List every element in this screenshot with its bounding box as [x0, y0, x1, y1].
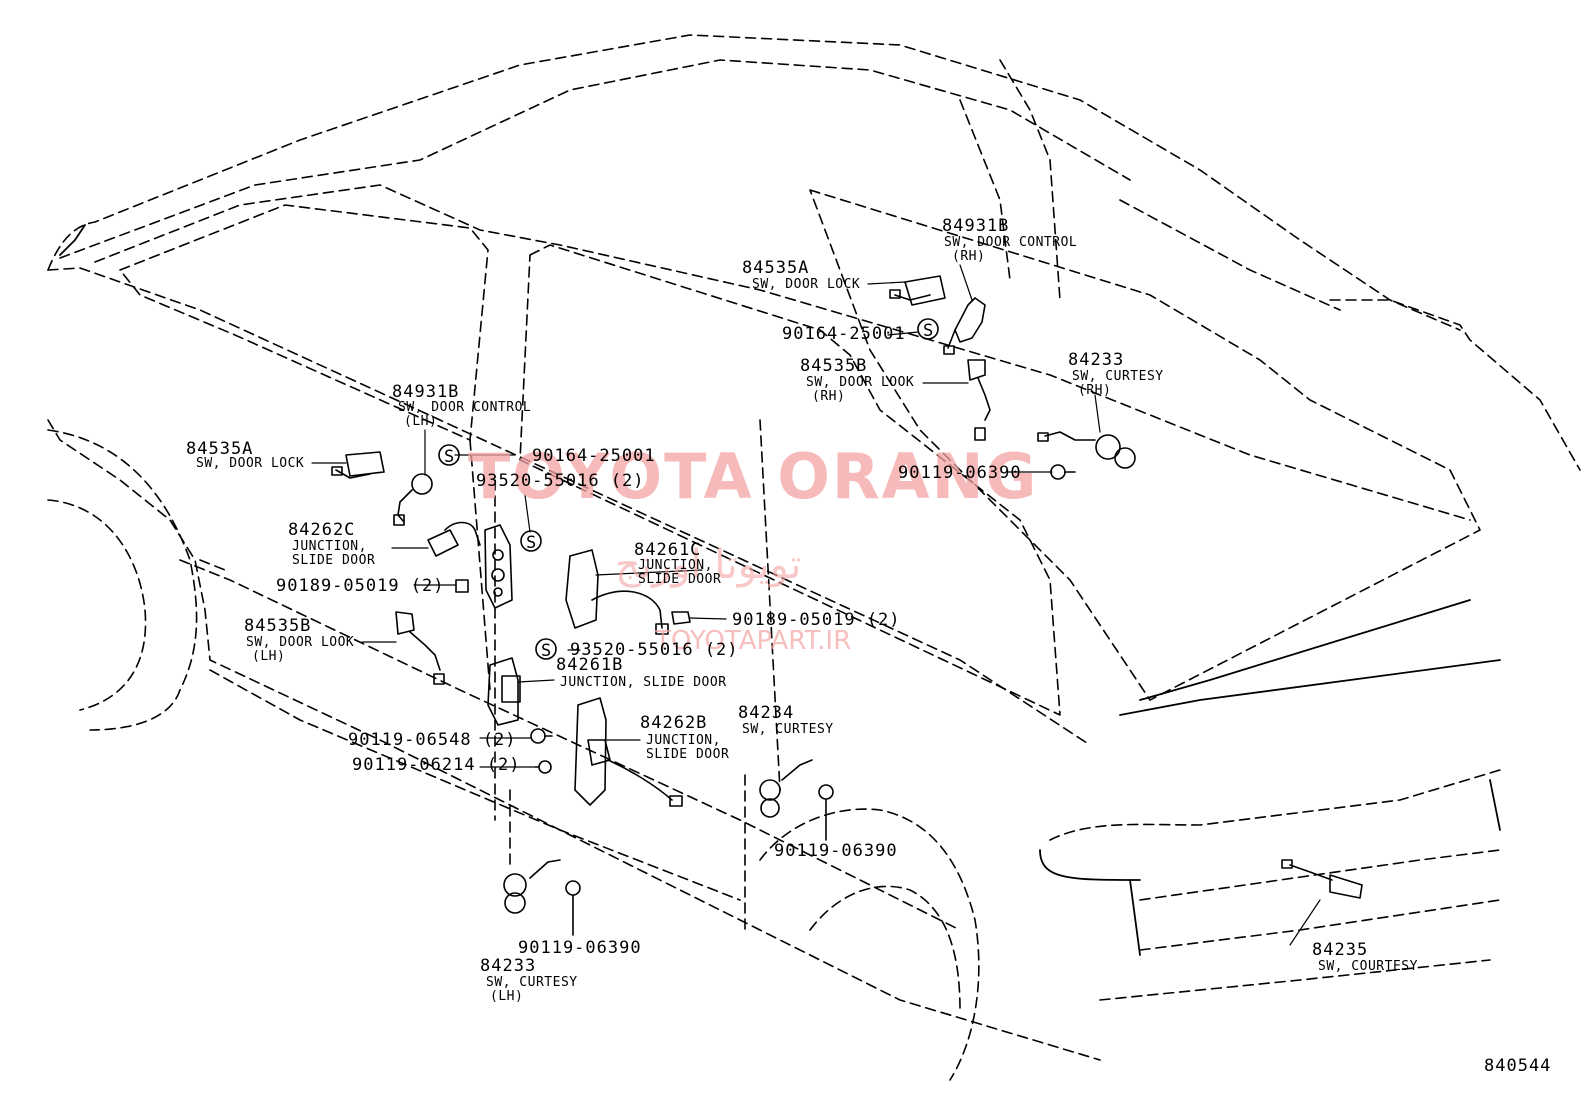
part-84233-lh	[503, 859, 561, 914]
part-90119-06548-screws	[530, 728, 553, 744]
label-90119-06548: 90119-06548 (2)	[348, 730, 517, 750]
part-84535A-lh	[331, 451, 385, 479]
label-90119-06390-rh: 90119-06390	[898, 463, 1022, 483]
leader-lines	[311, 264, 1321, 946]
part-84262B	[574, 697, 683, 807]
part-84234	[759, 759, 813, 818]
part-90189-05019-lh-clip	[455, 579, 469, 593]
part-84535B-rh	[967, 359, 991, 441]
label-84535B-lh-side: (LH)	[252, 649, 286, 664]
part-84535A-rh	[889, 275, 946, 306]
s-symbol-mid: S	[526, 533, 538, 553]
label-84233-rh-desc: SW, CURTESY	[1072, 369, 1164, 384]
label-84233-lh-num: 84233	[480, 956, 537, 976]
label-84931B-rh-num: 84931B	[942, 216, 1010, 236]
label-84262C-desc2: SLIDE DOOR	[292, 553, 376, 568]
label-84535A-lh-desc: SW, DOOR LOCK	[196, 456, 305, 471]
label-93520-55016-a: 93520-55016 (2)	[476, 471, 645, 491]
label-84535B-rh-num: 84535B	[800, 356, 868, 376]
diagram-id: 840544	[1484, 1056, 1552, 1076]
label-84535B-rh-side: (RH)	[812, 389, 846, 404]
label-84235-desc: SW, COURTESY	[1318, 959, 1418, 974]
part-84931B-rh	[943, 297, 986, 355]
part-90119-06390-rh-bolt	[1050, 464, 1076, 480]
label-84234-desc: SW, CURTESY	[742, 722, 834, 737]
s-symbols	[438, 318, 939, 660]
label-93520-55016-b: 93520-55016 (2)	[570, 640, 739, 660]
watermark-site: TOYOTAPART.IR	[655, 626, 852, 656]
label-84233-rh-num: 84233	[1068, 350, 1125, 370]
label-84261C-num: 84261C	[634, 540, 702, 560]
part-84931B-lh	[393, 473, 433, 526]
label-84261C-desc1: JUNCTION,	[638, 558, 713, 573]
label-84535B-rh-desc: SW, DOOR LOOK	[806, 375, 915, 390]
s-symbol-low: S	[541, 641, 553, 661]
label-84931B-lh-desc: SW, DOOR CONTROL	[398, 400, 532, 415]
label-84535B-lh-num: 84535B	[244, 616, 312, 636]
label-84262B-desc2: SLIDE DOOR	[646, 747, 730, 762]
part-84235	[1281, 859, 1363, 899]
part-84535B-lh	[395, 611, 445, 685]
vehicle-body-outline	[47, 34, 1581, 1081]
part-junction-plate-lh	[484, 524, 513, 609]
label-84535A-rh-num: 84535A	[742, 258, 810, 278]
label-84535B-lh-desc: SW, DOOR LOOK	[246, 635, 355, 650]
label-84535A-rh-desc: SW, DOOR LOCK	[752, 277, 861, 292]
label-84262B-num: 84262B	[640, 713, 708, 733]
s-symbol-rh: S	[923, 321, 935, 341]
part-90119-06214-screws	[534, 760, 552, 774]
label-84931B-lh-num: 84931B	[392, 382, 460, 402]
label-84261B-num: 84261B	[556, 655, 624, 675]
watermark-arabic: تويوتا اورنج	[615, 542, 802, 588]
label-84931B-lh-side: (LH)	[404, 414, 438, 429]
label-84262C-desc1: JUNCTION,	[292, 539, 367, 554]
part-90119-06390-mid-bolt	[818, 784, 834, 841]
label-84535A-lh-num: 84535A	[186, 439, 254, 459]
label-84234-num: 84234	[738, 703, 795, 723]
label-84233-lh-side: (LH)	[490, 989, 524, 1004]
part-90189-05019-rh-clip	[671, 611, 691, 625]
label-84261C-desc2: SLIDE DOOR	[638, 572, 722, 587]
label-84233-rh-side: (RH)	[1078, 383, 1112, 398]
label-90119-06214: 90119-06214 (2)	[352, 755, 521, 775]
label-90189-05019-lh: 90189-05019 (2)	[276, 576, 445, 596]
label-84262C-num: 84262C	[288, 520, 356, 540]
label-90119-06390-lh: 90119-06390	[518, 938, 642, 958]
label-84262B-desc1: JUNCTION,	[646, 733, 721, 748]
label-90164-25001-rh: 90164-25001	[782, 324, 906, 344]
part-84261C	[565, 549, 669, 635]
label-84233-lh-desc: SW, CURTESY	[486, 975, 578, 990]
label-84931B-rh-side: (RH)	[952, 249, 986, 264]
watermark-brand: TOYOTA ORANG	[468, 440, 1039, 513]
label-90119-06390-mid: 90119-06390	[774, 841, 898, 861]
label-90189-05019-rh: 90189-05019 (2)	[732, 610, 901, 630]
part-84233-rh	[1037, 431, 1136, 469]
vehicle-solid-contours	[59, 224, 1501, 956]
label-84931B-rh-desc: SW, DOOR CONTROL	[944, 235, 1078, 250]
part-84262C	[427, 521, 481, 557]
part-84261B	[487, 657, 521, 726]
label-84235-num: 84235	[1312, 940, 1369, 960]
s-symbol-lh: S	[444, 447, 456, 467]
part-90119-06390-lh-bolt	[565, 880, 581, 936]
label-90164-25001-lh: 90164-25001	[532, 446, 656, 466]
label-84261B-desc: JUNCTION, SLIDE DOOR	[560, 675, 727, 690]
